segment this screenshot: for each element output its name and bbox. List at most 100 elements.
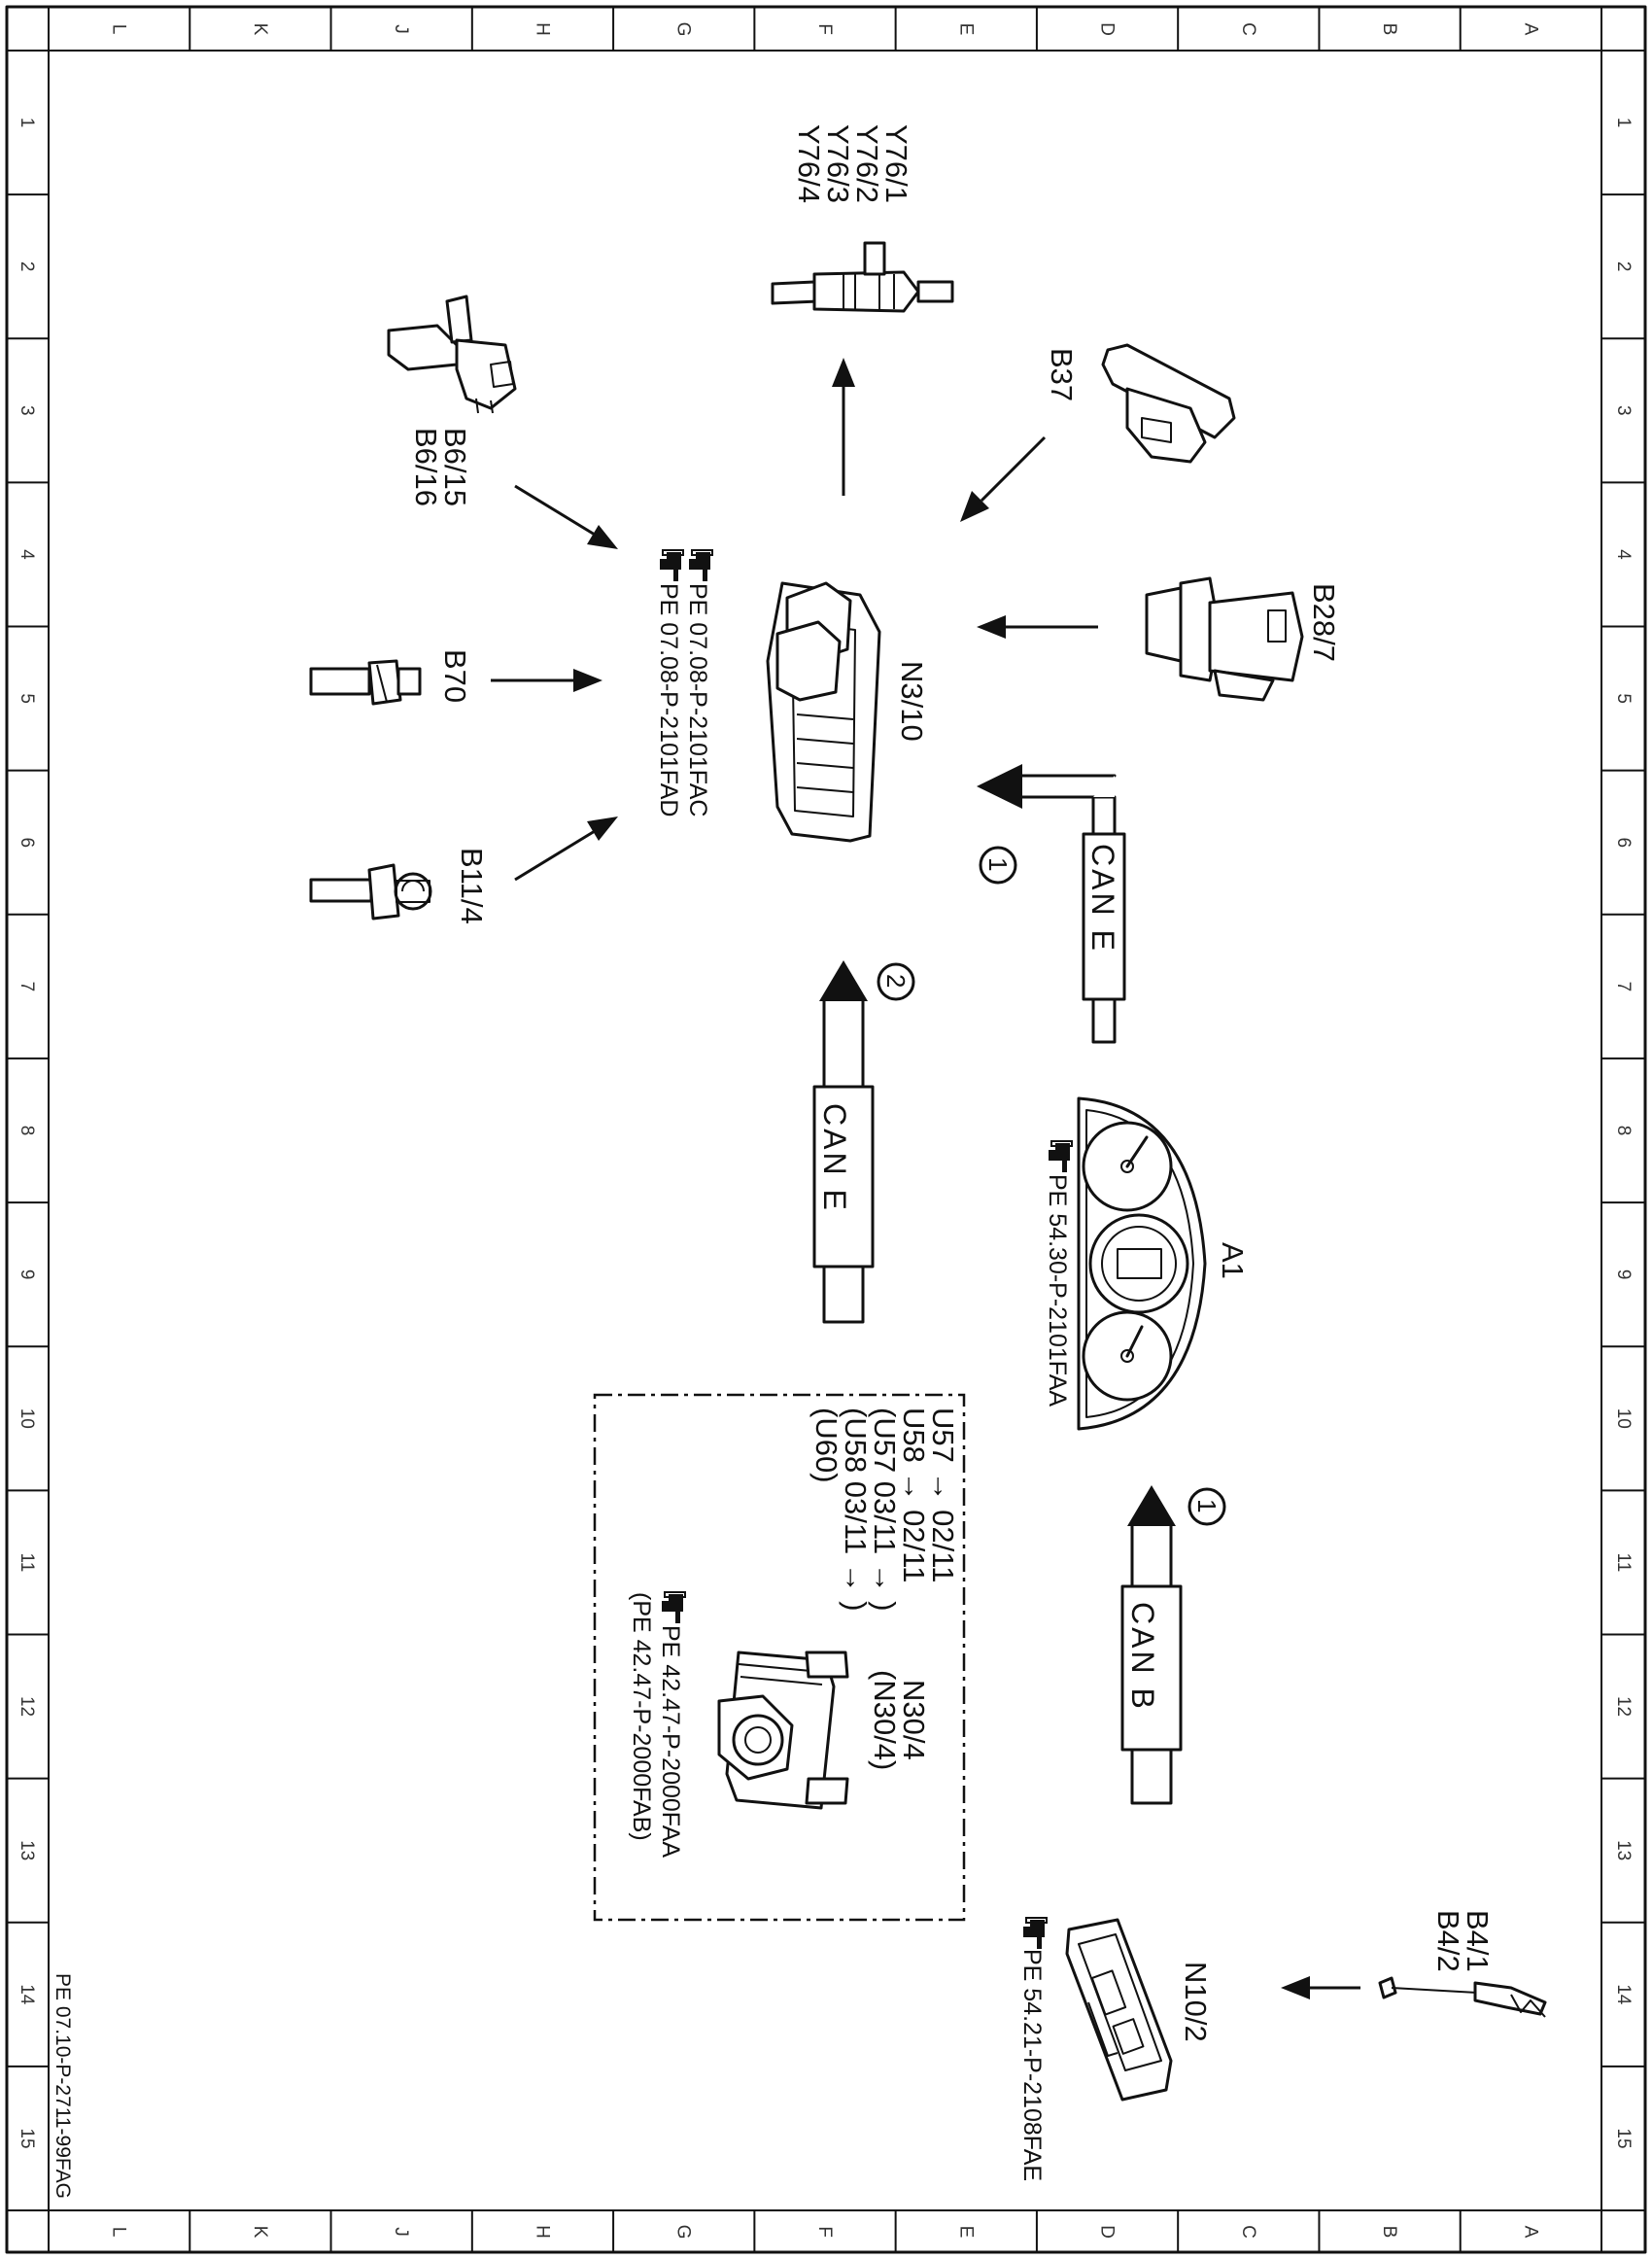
border-number-right: 8 [1613, 1126, 1634, 1136]
border-number-right: 10 [1613, 1408, 1634, 1429]
injector-label-1: Y76/1 [879, 124, 913, 203]
optional-unit-n30-4: U57 → 02/11 U58 → 02/11 (U57 03/11 → ) (… [593, 1393, 966, 1922]
optional-condition-2: U58 → 02/11 [897, 1408, 931, 1582]
bus-can-e-2-label: CAN E [817, 1103, 852, 1213]
border-number-right: 3 [1613, 405, 1634, 416]
sensor-icon [309, 659, 422, 706]
border-number-left: 6 [17, 837, 37, 848]
border-number-right: 9 [1613, 1269, 1634, 1280]
sheet-border [5, 5, 1647, 2254]
injector-label-3: Y76/3 [821, 124, 855, 203]
border-number-left: 13 [17, 1840, 37, 1860]
document-id: PE 07.10-P-2711-99FAG [52, 1973, 74, 2199]
optional-condition-5: (U60) [809, 1408, 843, 1483]
border-letter-top: K [250, 23, 270, 36]
injectors-y76: Y76/1 Y76/2 Y76/3 Y76/4 [771, 124, 954, 313]
arrow-b70-to-n3 [491, 669, 602, 692]
border-letter-bottom: C [1238, 2225, 1258, 2239]
border-number-right: 2 [1613, 261, 1634, 272]
border-letter-bottom: K [250, 2226, 270, 2239]
bus-can-b-marker: 1 [1192, 1499, 1222, 1512]
border-number-left: 9 [17, 1269, 37, 1280]
instrument-cluster-icon [1077, 1096, 1207, 1431]
sensor-b37-label: B37 [1045, 348, 1079, 401]
border-letter-top: F [814, 23, 835, 35]
control-unit-n10-2-ref: PE 54.21-P-2108FAE [1018, 1949, 1046, 2181]
optional-unit-label-2: (N30/4) [868, 1670, 902, 1770]
border-letter-top: E [955, 23, 976, 36]
arrow-b28-to-n3 [977, 615, 1098, 639]
arrow-b11-to-n3 [514, 817, 618, 882]
border-number-right: 5 [1613, 693, 1634, 704]
border-letter-bottom: J [391, 2227, 411, 2237]
border-number-right: 6 [1613, 837, 1634, 848]
bus-can-e-2: CAN E 2 [812, 960, 915, 1324]
optional-unit-ref-2: (PE 42.47-P-2000FAB) [628, 1592, 655, 1841]
border-number-right: 15 [1613, 2128, 1634, 2148]
arrow-b37-to-n3 [960, 435, 1047, 522]
antenna-icon [1378, 1976, 1547, 2018]
border-letter-bottom: A [1520, 2226, 1540, 2239]
optional-condition-1: U57 → 02/11 [926, 1408, 960, 1582]
border-grid-ticks [7, 7, 1645, 2252]
border-letter-bottom: E [955, 2226, 976, 2239]
optional-condition-3: (U57 03/11 → ) [868, 1408, 902, 1612]
border-number-right: 12 [1613, 1696, 1634, 1717]
border-number-right: 14 [1613, 1984, 1634, 2005]
sensor-icon [1145, 576, 1304, 702]
control-unit-icon [1065, 1918, 1173, 2102]
border-number-left: 7 [17, 982, 37, 992]
connector-icon [387, 295, 517, 414]
sensor-icon [1101, 343, 1236, 464]
control-unit-icon [766, 581, 881, 843]
injector-icon [771, 241, 954, 313]
border-number-right: 7 [1613, 982, 1634, 992]
border-number-left: 5 [17, 693, 37, 704]
instrument-cluster-a1: A1 PE 54.30-P-2101FAA [1044, 1096, 1250, 1431]
control-unit-ref-1: PE 07.08-P-2101FAC [684, 583, 711, 817]
border-number-left: 1 [17, 118, 37, 128]
border-number-left: 10 [17, 1408, 37, 1429]
control-unit-n10-2-label: N10/2 [1179, 1962, 1213, 2042]
border-letter-top: H [532, 22, 552, 36]
sensor-b6-label-1: B6/15 [438, 428, 472, 506]
border-letter-top: D [1097, 22, 1118, 36]
border-number-left: 4 [17, 549, 37, 560]
optional-unit-ref-1: PE 42.47-P-2000FAA [657, 1625, 684, 1858]
arrow-n3-to-injectors [832, 358, 855, 496]
border-number-left: 14 [17, 1984, 37, 2005]
bus-can-e-2-marker: 2 [881, 974, 911, 988]
border-number-left: 2 [17, 261, 37, 272]
border-letter-top: C [1238, 22, 1258, 36]
injector-label-4: Y76/4 [792, 124, 826, 203]
border-number-left: 12 [17, 1696, 37, 1717]
antenna-b4-label-1: B4/1 [1461, 1910, 1495, 1972]
border-number-right: 11 [1613, 1553, 1634, 1573]
sensor-b37: B37 [1045, 343, 1236, 464]
border-number-right: 1 [1613, 118, 1634, 128]
border-letter-bottom: L [109, 2227, 129, 2238]
control-unit-n10-2: N10/2 PE 54.21-P-2108FAE [1018, 1917, 1213, 2181]
instrument-cluster-ref: PE 54.30-P-2101FAA [1044, 1174, 1071, 1407]
border-letter-top: G [673, 22, 694, 37]
injector-label-2: Y76/2 [850, 124, 884, 203]
sensor-b70: B70 [309, 649, 472, 706]
optional-condition-4: (U58 03/11 → ) [839, 1408, 873, 1612]
sensor-b28-7-label: B28/7 [1307, 583, 1341, 662]
antenna-b4: B4/1 B4/2 [1378, 1910, 1547, 2018]
border-letter-top: A [1520, 23, 1540, 36]
border-letter-bottom: F [814, 2226, 835, 2238]
bus-can-b: CAN B 1 [1120, 1485, 1226, 1805]
border-number-left: 11 [17, 1553, 37, 1573]
control-unit-icon [717, 1651, 849, 1810]
bus-can-e-1: CAN E 1 [977, 764, 1126, 1044]
border-number-right: 13 [1613, 1840, 1634, 1860]
sensor-b11-4: B11/4 [309, 848, 489, 924]
antenna-b4-label-2: B4/2 [1431, 1910, 1465, 1972]
border-number-left: 8 [17, 1126, 37, 1136]
